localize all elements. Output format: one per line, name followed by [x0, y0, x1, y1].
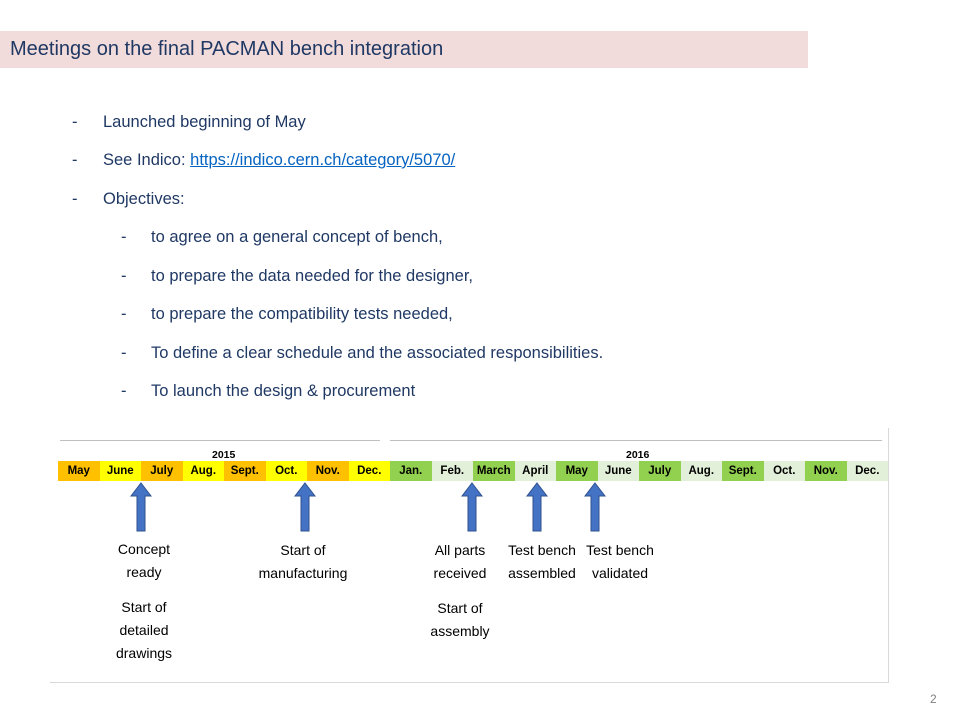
milestone-test-bench-assembled: Test bench assembled — [508, 542, 576, 581]
title-bar: Meetings on the final PACMAN bench integ… — [0, 31, 808, 68]
month-cell: March — [473, 461, 515, 481]
month-cell: Sept. — [224, 461, 266, 481]
month-cell: July — [639, 461, 681, 481]
month-cell: Feb. — [431, 461, 473, 481]
month-cell: Oct. — [265, 461, 307, 481]
bullet-dash: - — [72, 151, 78, 169]
indico-prefix: See Indico: — [103, 151, 191, 169]
sub-bullet-dash: - — [121, 267, 127, 285]
arrow-up-icon — [130, 482, 152, 532]
month-cell: June — [597, 461, 639, 481]
bullet-objectives: Objectives: — [103, 190, 185, 208]
sub-bullet-tests: to prepare the compatibility tests neede… — [151, 305, 453, 323]
month-cell: Nov. — [805, 461, 847, 481]
indico-link[interactable]: https://indico.cern.ch/category/5070/ — [190, 151, 456, 169]
sub-bullet-dash: - — [121, 228, 127, 246]
year-divider-line — [390, 440, 882, 441]
month-cell: Dec. — [348, 461, 390, 481]
month-cell: Aug. — [182, 461, 224, 481]
sub-bullet-data: to prepare the data needed for the desig… — [151, 267, 473, 285]
month-cell: May — [58, 461, 100, 481]
milestone-all-parts-received: All parts received — [433, 542, 487, 581]
page-number: 2 — [930, 692, 937, 706]
arrow-up-icon — [526, 482, 548, 532]
sub-bullet-dash: - — [121, 344, 127, 362]
bullet-list: - Launched beginning of May - See Indico… — [72, 113, 604, 400]
month-cell: Jan. — [390, 461, 432, 481]
month-cell: Dec. — [846, 461, 888, 481]
sub-bullet-schedule: To define a clear schedule and the assoc… — [151, 344, 604, 362]
sub-bullet-dash: - — [121, 382, 127, 400]
month-cell: April — [514, 461, 556, 481]
slide-title: Meetings on the final PACMAN bench integ… — [10, 38, 444, 60]
sub-bullet-concept: to agree on a general concept of bench, — [151, 228, 443, 246]
milestone-start-detailed-drawings: Start of detailed drawings — [115, 599, 173, 661]
year-2016-label: 2016 — [626, 449, 650, 461]
bullet-dash: - — [72, 113, 78, 131]
bullet-launched: Launched beginning of May — [103, 113, 306, 131]
arrow-up-icon — [294, 482, 316, 532]
month-cell: July — [141, 461, 183, 481]
arrow-up-icon — [461, 482, 483, 532]
month-cell: June — [99, 461, 141, 481]
milestone-test-bench-validated: Test bench validated — [586, 542, 654, 581]
sub-bullet-dash: - — [121, 305, 127, 323]
month-cell: May — [556, 461, 598, 481]
milestone-start-of-assembly: Start of assembly — [430, 600, 490, 639]
month-cell: Aug. — [680, 461, 722, 481]
month-cell: Oct. — [763, 461, 805, 481]
month-cell: Sept. — [722, 461, 764, 481]
year-2015-label: 2015 — [212, 449, 236, 461]
milestone-concept-ready: Concept ready — [117, 541, 171, 580]
arrow-up-icon — [584, 482, 606, 532]
sub-bullet-launch: To launch the design & procurement — [151, 382, 416, 400]
month-cell: Nov. — [307, 461, 349, 481]
bullet-dash: - — [72, 190, 78, 208]
milestone-start-manufacturing: Start of manufacturing — [258, 542, 348, 581]
bullet-indico: See Indico: https://indico.cern.ch/categ… — [103, 151, 455, 170]
year-divider-line — [60, 440, 380, 441]
